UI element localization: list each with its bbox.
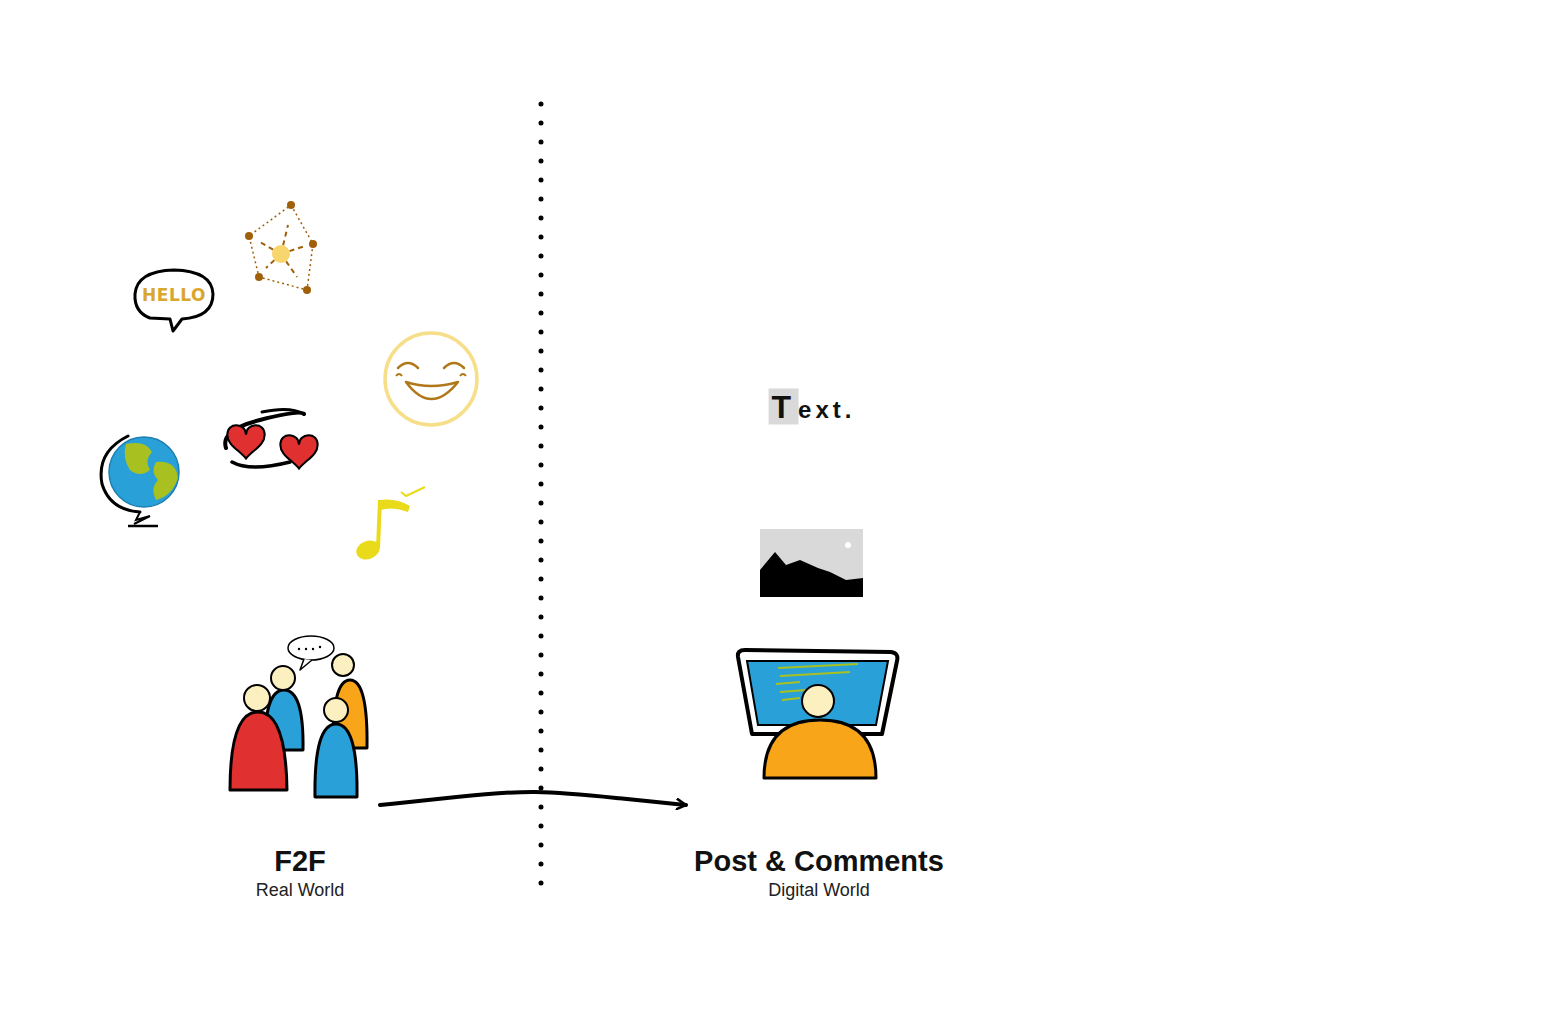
network-dot	[245, 232, 253, 240]
heart-swirl	[232, 462, 290, 467]
person-head	[332, 654, 354, 676]
smiley-mouth	[406, 382, 458, 399]
digital-world-group: Post & CommentsDigital World	[686, 642, 952, 905]
chat-dot	[305, 648, 307, 650]
smiley-eye	[444, 363, 464, 368]
speech-bubble	[135, 270, 213, 331]
globe-icon	[101, 436, 179, 526]
computer-user-icon	[738, 650, 898, 778]
globe-land	[125, 443, 152, 474]
note-stem	[378, 500, 380, 548]
heart-swirl	[262, 409, 304, 414]
note-tick	[401, 487, 425, 496]
smiley-icon	[385, 333, 477, 425]
chat-dot	[319, 646, 321, 648]
person-head	[324, 698, 348, 722]
heart-shape	[227, 425, 264, 458]
network-dot	[303, 286, 311, 294]
people-icon	[230, 636, 367, 797]
smiley-cheek	[396, 374, 402, 376]
smiley-cheek	[460, 374, 466, 376]
chat-bubble-tail	[300, 659, 312, 670]
globe-land	[153, 462, 178, 500]
chat-dot	[298, 648, 300, 650]
image-mountain	[760, 552, 863, 597]
image-icon	[760, 529, 863, 597]
network-dot	[287, 201, 295, 209]
globe-sphere	[109, 437, 179, 507]
group-title: Post & Comments	[694, 845, 944, 878]
globe-base	[128, 525, 158, 528]
heart-shape	[280, 435, 317, 468]
user-head	[802, 685, 834, 717]
person-head	[271, 666, 295, 690]
monitor-screen	[747, 661, 888, 725]
smiley-face	[385, 333, 477, 425]
chat-dot	[312, 648, 314, 650]
greeting-text: HELLO	[142, 285, 206, 305]
hearts-icon	[225, 409, 317, 468]
person-body	[315, 724, 357, 797]
group-subtitle: Digital World	[768, 879, 870, 902]
globe-stand	[134, 512, 150, 524]
network-dot	[309, 240, 317, 248]
network-dot	[255, 273, 263, 281]
divider-line	[539, 104, 544, 890]
flow-arrow	[380, 792, 686, 805]
music-note	[354, 487, 425, 563]
bubble-outline	[135, 270, 213, 331]
network-hub	[272, 245, 290, 263]
group-title: F2F	[274, 845, 326, 878]
smiley-eye	[398, 363, 418, 368]
network-icon	[245, 201, 317, 294]
globe-stand	[101, 436, 140, 512]
note-flag	[380, 500, 410, 512]
content-type-text: Text.	[769, 389, 856, 426]
real-world-group: F2FReal World	[220, 628, 380, 905]
group-subtitle: Real World	[256, 879, 345, 902]
chat-bubble	[288, 636, 334, 660]
person-head	[244, 685, 270, 711]
person-body	[230, 712, 287, 790]
image-sun	[845, 542, 851, 548]
image-sky	[760, 529, 863, 597]
network-outline	[249, 205, 313, 290]
user-body	[764, 720, 876, 778]
